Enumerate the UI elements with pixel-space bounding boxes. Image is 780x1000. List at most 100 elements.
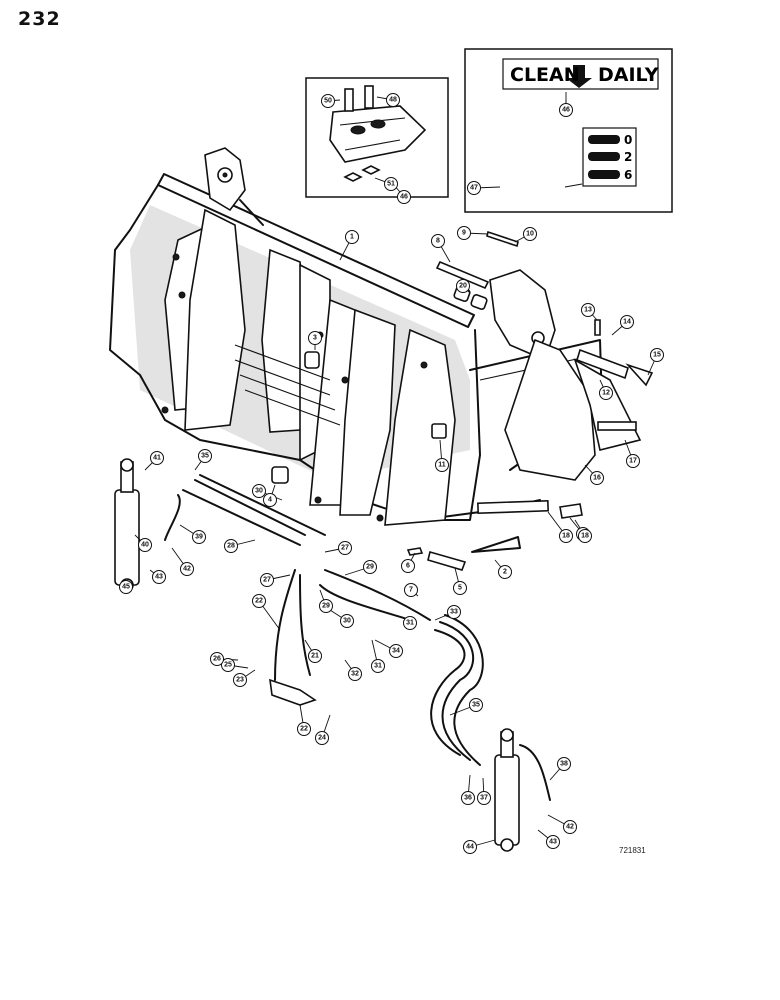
- callout-27: 27: [338, 541, 352, 555]
- callout-circle: [559, 529, 573, 543]
- callout-46: 46: [559, 103, 573, 117]
- callout-number: 33: [450, 609, 458, 616]
- callout-6: 6: [401, 559, 415, 573]
- callout-circle: [435, 458, 449, 472]
- callout-circle: [260, 573, 274, 587]
- callout-28: 28: [224, 539, 238, 553]
- decal-clean-text: CLEAN: [510, 64, 580, 86]
- callout-number: 13: [584, 307, 592, 314]
- callout-number: 22: [300, 726, 308, 733]
- callout-33: 33: [447, 605, 461, 619]
- decal-inset: [464, 48, 673, 213]
- callout-circle: [453, 581, 467, 595]
- callout-circle: [221, 658, 235, 672]
- callout-circle: [210, 652, 224, 666]
- callout-21: 21: [308, 649, 322, 663]
- callout-circle: [557, 757, 571, 771]
- callout-number: 26: [213, 656, 221, 663]
- callout-43: 43: [152, 570, 166, 584]
- callout-38: 38: [557, 757, 571, 771]
- callout-number: 22: [255, 598, 263, 605]
- callout-9: 9: [457, 226, 471, 240]
- right-cylinder: [430, 614, 551, 852]
- callout-number: 1: [350, 234, 354, 241]
- callout-number: 8: [436, 238, 440, 245]
- callout-circle: [233, 673, 247, 687]
- callout-number: 48: [389, 97, 397, 104]
- callout-13: 13: [581, 303, 595, 317]
- callout-number: 44: [466, 844, 474, 851]
- callout-number: 23: [236, 677, 244, 684]
- callout-circle: [563, 820, 577, 834]
- callout-circle: [371, 659, 385, 673]
- callout-number: 38: [560, 761, 568, 768]
- callout-43: 43: [546, 835, 560, 849]
- callout-number: 7: [409, 587, 413, 594]
- page-number: 232: [18, 8, 61, 30]
- callout-circle: [403, 616, 417, 630]
- callout-circle: [620, 315, 634, 329]
- callout-14: 14: [620, 315, 634, 329]
- callout-31: 31: [371, 659, 385, 673]
- callout-35: 35: [469, 698, 483, 712]
- callout-number: 31: [374, 663, 382, 670]
- callout-51: 51: [384, 177, 398, 191]
- callout-number: 14: [623, 319, 631, 326]
- callout-number: 29: [322, 603, 330, 610]
- callout-number: 46: [400, 194, 408, 201]
- callout-1: 1: [345, 230, 359, 244]
- callout-20: 20: [456, 279, 470, 293]
- figure-code: 721831: [619, 846, 646, 855]
- callout-circle: [523, 227, 537, 241]
- callout-27: 27: [260, 573, 274, 587]
- callout-circle: [224, 539, 238, 553]
- callout-number: 51: [387, 181, 395, 188]
- callout-number: 24: [318, 735, 326, 742]
- callout-circle: [180, 562, 194, 576]
- callout-circle: [467, 181, 481, 195]
- callout-number: 35: [472, 702, 480, 709]
- callout-26: 26: [210, 652, 224, 666]
- callout-circle: [456, 279, 470, 293]
- callout-circle: [650, 348, 664, 362]
- callout-18: 18: [559, 529, 573, 543]
- callout-circle: [590, 471, 604, 485]
- decal-label-6: 6: [624, 168, 632, 182]
- callout-circle: [559, 103, 573, 117]
- callout-number: 37: [480, 795, 488, 802]
- callout-29: 29: [319, 599, 333, 613]
- callout-number: 43: [549, 839, 557, 846]
- callout-circle: [384, 177, 398, 191]
- callout-number: 42: [183, 566, 191, 573]
- callout-number: 35: [201, 453, 209, 460]
- callout-number: 45: [122, 584, 130, 591]
- callout-number: 18: [581, 533, 589, 540]
- callout-number: 40: [141, 542, 149, 549]
- callout-number: 17: [629, 458, 637, 465]
- callout-number: 15: [653, 352, 661, 359]
- decal-label-2: 2: [624, 150, 632, 164]
- callout-44: 44: [463, 840, 477, 854]
- callout-22: 22: [252, 594, 266, 608]
- callout-circle: [498, 565, 512, 579]
- callout-number: 31: [406, 620, 414, 627]
- callout-17: 17: [626, 454, 640, 468]
- callout-number: 41: [153, 455, 161, 462]
- callout-circle: [150, 451, 164, 465]
- callout-circle: [345, 230, 359, 244]
- callout-circle: [138, 538, 152, 552]
- callout-circle: [581, 303, 595, 317]
- callout-number: 30: [343, 618, 351, 625]
- callout-circle: [252, 484, 266, 498]
- callout-number: 29: [366, 564, 374, 571]
- callout-50: 50: [321, 94, 335, 108]
- callout-7: 7: [404, 583, 418, 597]
- callout-circle: [626, 454, 640, 468]
- callout-number: 10: [526, 231, 534, 238]
- callout-circle: [389, 644, 403, 658]
- callout-circle: [308, 331, 322, 345]
- callout-47: 47: [467, 181, 481, 195]
- callout-32: 32: [348, 667, 362, 681]
- decal-daily-text: DAILY: [598, 64, 659, 86]
